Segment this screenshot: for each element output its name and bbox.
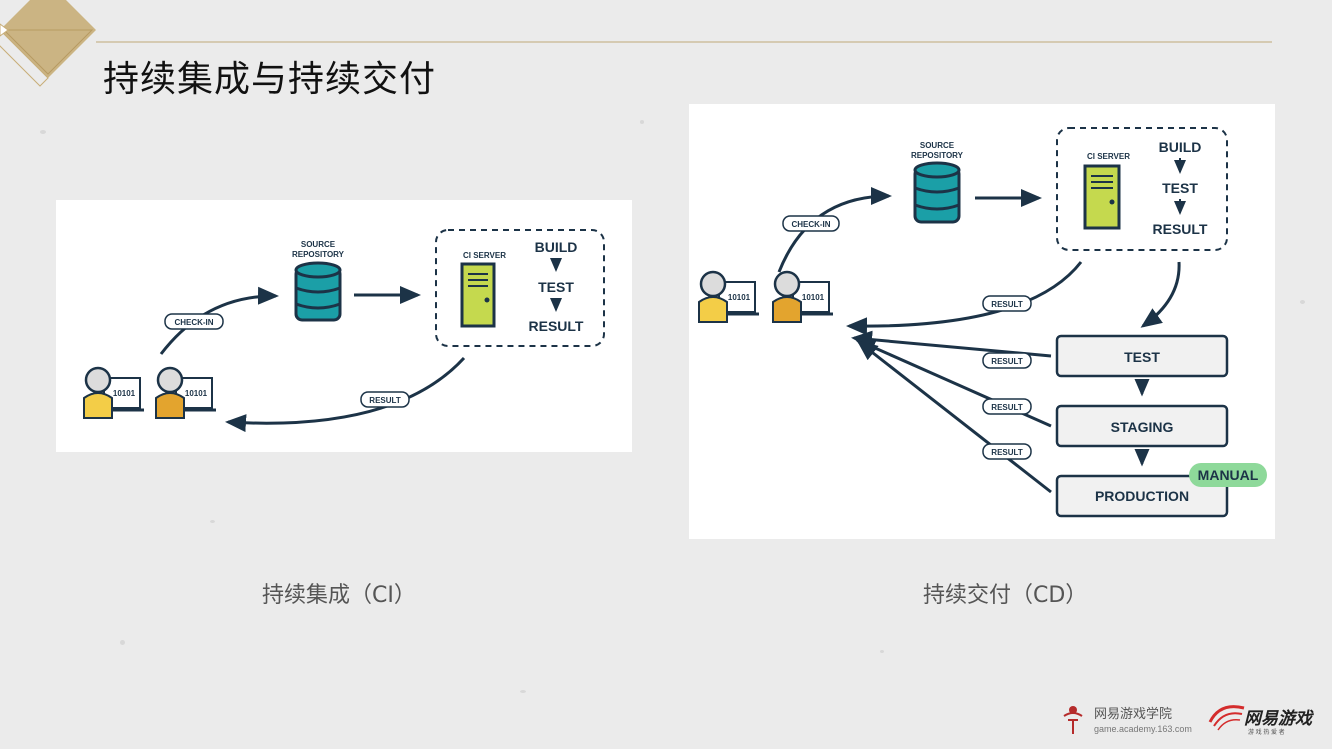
developer-icon: 10101 — [155, 366, 216, 419]
build-label: BUILD — [535, 239, 578, 255]
check-in-arrow — [777, 187, 892, 273]
stage-production-box — [1055, 474, 1229, 518]
result-tag — [982, 352, 1032, 369]
test-label: TEST — [1162, 180, 1198, 196]
stage-test-box — [1055, 334, 1229, 378]
brand-logo: 网易游戏 游 戏 热 爱 者 — [1206, 700, 1326, 744]
ci-server-box — [435, 229, 605, 347]
stage-result-arrow — [856, 340, 1052, 494]
check-in-arrow — [159, 286, 279, 355]
database-icon — [294, 261, 342, 322]
background-speck — [520, 690, 526, 693]
server-icon — [460, 262, 496, 328]
result-tag-label: RESULT — [991, 403, 1023, 412]
result-tag — [982, 295, 1032, 312]
result-label: RESULT — [529, 318, 584, 334]
developer-icon: 10101 — [772, 270, 833, 323]
background-speck — [880, 650, 884, 653]
result-arrow — [225, 356, 466, 433]
result-tag-label: RESULT — [369, 396, 401, 405]
stage-staging-box — [1055, 404, 1229, 448]
background-speck — [1300, 300, 1305, 304]
test-label: TEST — [538, 279, 574, 295]
stage-staging-label: STAGING — [1111, 419, 1174, 435]
manual-badge — [1189, 463, 1267, 487]
stage-test-label: TEST — [1124, 349, 1160, 365]
check-in-label: CHECK-IN — [174, 318, 213, 327]
check-in-tag — [782, 215, 840, 232]
brand-name: 网易游戏 — [1244, 709, 1314, 728]
developer-icon: 10101 — [83, 366, 144, 419]
stage-production-label: PRODUCTION — [1095, 488, 1189, 504]
brand-swirl-icon — [1208, 705, 1245, 731]
result-tag-label: RESULT — [991, 300, 1023, 309]
page-title: 持续集成与持续交付 — [103, 59, 437, 100]
build-label: BUILD — [1159, 139, 1202, 155]
server-icon — [1083, 164, 1121, 230]
manual-badge-label: MANUAL — [1198, 467, 1259, 483]
result-arrow — [846, 261, 1083, 336]
background-speck — [640, 120, 644, 124]
source-label-line2: REPOSITORY — [911, 151, 964, 160]
background-speck — [40, 130, 46, 134]
academy-logo: 网易游戏学院 game.academy.163.com — [1060, 700, 1200, 744]
cd-caption: 持续交付（CD） — [923, 583, 1088, 608]
binary-label: 10101 — [728, 293, 751, 302]
cd-diagram: SOURCE REPOSITORY CI SERVER BUILD TEST R… — [689, 104, 1275, 539]
ci-server-label: CI SERVER — [463, 251, 506, 260]
result-tag — [982, 443, 1032, 460]
result-tag-label: RESULT — [991, 357, 1023, 366]
ci-to-test-arrow — [1140, 261, 1181, 328]
ci-caption: 持续集成（CI） — [262, 583, 416, 608]
binary-label: 10101 — [802, 293, 825, 302]
academy-name: 网易游戏学院 — [1094, 706, 1172, 721]
result-tag — [360, 391, 410, 408]
source-label-line1: SOURCE — [301, 240, 336, 249]
background-speck — [210, 520, 215, 523]
background-speck — [120, 640, 125, 645]
ci-server-label: CI SERVER — [1087, 152, 1130, 161]
database-icon — [913, 161, 961, 224]
developer-icon: 10101 — [698, 270, 759, 323]
binary-label: 10101 — [185, 389, 208, 398]
source-label-line2: REPOSITORY — [292, 250, 345, 259]
source-label-line1: SOURCE — [920, 141, 955, 150]
check-in-label: CHECK-IN — [791, 220, 830, 229]
result-tag-label: RESULT — [991, 448, 1023, 457]
academy-url: game.academy.163.com — [1094, 724, 1192, 734]
title-decoration — [0, 0, 1272, 87]
ci-server-box — [1056, 127, 1228, 251]
academy-icon — [1063, 706, 1083, 734]
binary-label: 10101 — [113, 389, 136, 398]
result-label: RESULT — [1153, 221, 1208, 237]
result-tag — [982, 398, 1032, 415]
brand-sub: 游 戏 热 爱 者 — [1248, 728, 1285, 736]
check-in-tag — [164, 313, 224, 330]
ci-diagram: SOURCE REPOSITORY CI SERVER BUILD TEST R… — [56, 200, 632, 452]
